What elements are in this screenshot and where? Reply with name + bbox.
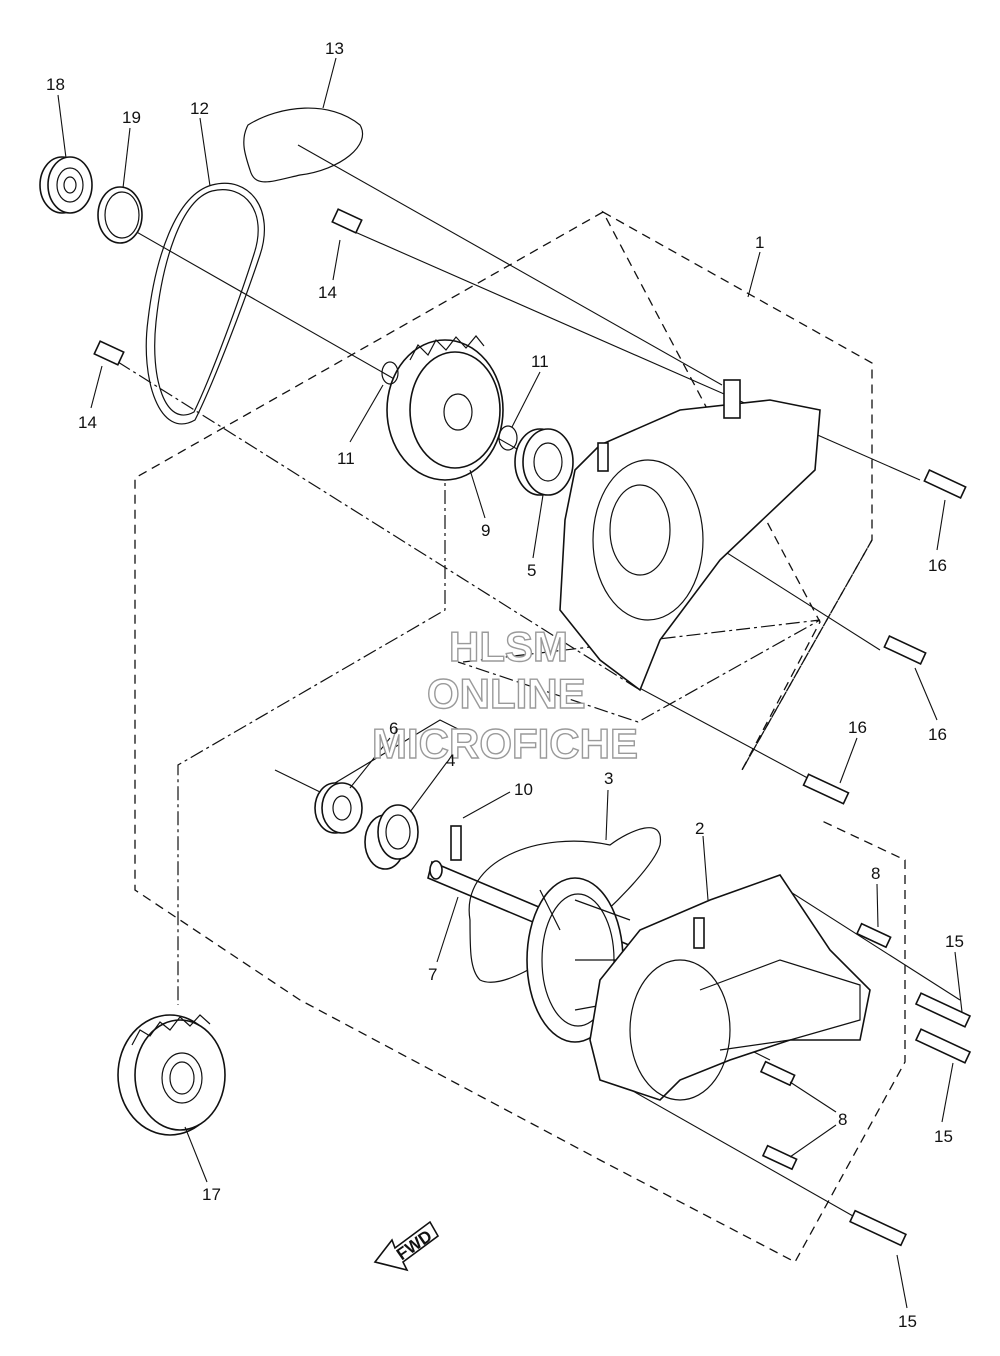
callout-8a: 8 (871, 864, 880, 883)
axis-line-16b (629, 682, 831, 791)
watermark-line-2: ONLINE (427, 670, 586, 717)
bolt-15b (914, 1028, 972, 1064)
callout-5: 5 (527, 561, 536, 580)
callout-16c: 16 (848, 718, 867, 737)
circlip-11a (381, 361, 399, 385)
assembly-1-outline (601, 210, 873, 771)
callout-7: 7 (428, 965, 437, 984)
watermark-line-3: MICROFICHE (372, 720, 638, 767)
callout-3: 3 (604, 769, 613, 788)
o-ring-3 (468, 827, 661, 983)
cover-1 (559, 379, 821, 692)
callout-15a: 15 (945, 932, 964, 951)
axis-line-15c (609, 1077, 861, 1221)
housing-2 (589, 874, 871, 1101)
bolt-16a (923, 469, 967, 499)
fwd-arrow-icon: FWD (373, 1220, 440, 1272)
circlip-11b (498, 425, 518, 451)
callout-19: 19 (122, 108, 141, 127)
callout-6: 6 (389, 719, 398, 738)
gear-17 (117, 1014, 226, 1136)
gasket-12 (145, 182, 265, 425)
callout-18: 18 (46, 75, 65, 94)
callout-8b: 8 (838, 1110, 847, 1129)
bolt-16c (802, 773, 850, 805)
axis-line-13 (297, 144, 723, 386)
circlip-19 (97, 186, 143, 244)
callout-1: 1 (755, 233, 764, 252)
group-line-3 (274, 719, 471, 793)
bearing-18 (39, 156, 93, 214)
dowel-pin-14a (331, 208, 363, 234)
gear-9 (386, 335, 504, 481)
bearing-5 (514, 428, 574, 496)
callout-2: 2 (695, 819, 704, 838)
seal-4 (364, 804, 419, 870)
leader-lines (57, 57, 963, 1309)
pin-10 (450, 825, 462, 861)
callout-4: 4 (446, 751, 455, 770)
callout-12: 12 (190, 99, 209, 118)
callout-11a: 11 (337, 449, 355, 468)
oil-seal-6 (314, 782, 363, 834)
callout-9: 9 (481, 521, 490, 540)
bolt-15c (849, 1209, 907, 1247)
callout-11b: 11 (531, 352, 549, 371)
dowel-pin-14b (93, 340, 125, 366)
gasket-12-inner (154, 189, 259, 416)
callout-15b: 15 (934, 1127, 953, 1146)
axis-line-15 (774, 881, 961, 1001)
callout-16a: 16 (928, 556, 947, 575)
screw-8a (855, 922, 892, 949)
callout-15c: 15 (898, 1312, 917, 1331)
bolt-16b (883, 635, 927, 665)
axis-line-14b (117, 361, 641, 691)
callout-10: 10 (514, 780, 533, 799)
callout-14b: 14 (78, 413, 97, 432)
axis-line-14a (354, 231, 921, 481)
screw-8b (759, 1060, 796, 1087)
bolt-15a (914, 992, 972, 1028)
callout-14a: 14 (318, 283, 337, 302)
watermark-line-1: HLSM (449, 623, 568, 670)
callout-16b: 16 (928, 725, 947, 744)
assembly-1-boundary (134, 211, 906, 1263)
callout-13: 13 (325, 39, 344, 58)
callout-17: 17 (202, 1185, 221, 1204)
screw-8c (761, 1144, 798, 1171)
gasket-13 (243, 107, 363, 183)
